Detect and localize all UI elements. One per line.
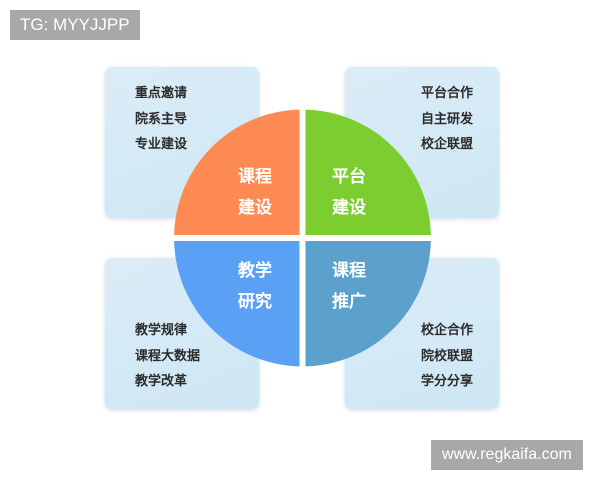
label-line: 建设 [238,198,272,218]
list-item: 平台合作 [420,86,473,101]
list-item: 自主研发 [420,111,473,127]
quadrant-label-course-promotion: 课程 推广 [319,256,379,318]
list-item: 院校联盟 [420,348,473,364]
quadrant-platform-building [305,109,431,235]
item-list: 教学规律 课程大数据 教学改革 [135,318,200,395]
quadrant-course-promotion [305,241,431,367]
label-line: 建设 [332,198,366,218]
list-item: 院系主导 [135,111,188,127]
list-item: 重点邀请 [135,86,188,101]
list-item: 校企合作 [420,323,473,338]
list-item: 专业建设 [135,137,188,152]
label-line: 课程 [238,167,272,187]
list-item: 学分分享 [420,374,473,389]
label-line: 推广 [332,292,366,312]
quadrant-course-building [174,109,300,235]
list-item: 教学改革 [135,374,188,389]
item-list: 重点邀请 院系主导 专业建设 [135,81,187,158]
quadrant-teaching-research [174,241,300,367]
item-list: 校企合作 院校联盟 学分分享 [421,318,473,395]
item-list: 平台合作 自主研发 校企联盟 [421,81,473,158]
label-line: 教学 [238,261,272,281]
list-item: 教学规律 [135,323,188,338]
quadrant-label-platform-building: 平台 建设 [319,162,379,224]
watermark-bottom-right: www.regkaifa.com [431,440,583,470]
quadrant-label-teaching-research: 教学 研究 [225,256,285,318]
quadrant-label-course-building: 课程 建设 [225,162,285,224]
list-item: 校企联盟 [420,137,473,152]
list-item: 课程大数据 [135,348,201,364]
watermark-top-left: TG: MYYJJPP [10,10,140,40]
label-line: 研究 [238,292,272,312]
info-box-course-building: 重点邀请 院系主导 专业建设 [105,67,259,218]
label-line: 课程 [332,261,366,281]
label-line: 平台 [332,167,366,187]
